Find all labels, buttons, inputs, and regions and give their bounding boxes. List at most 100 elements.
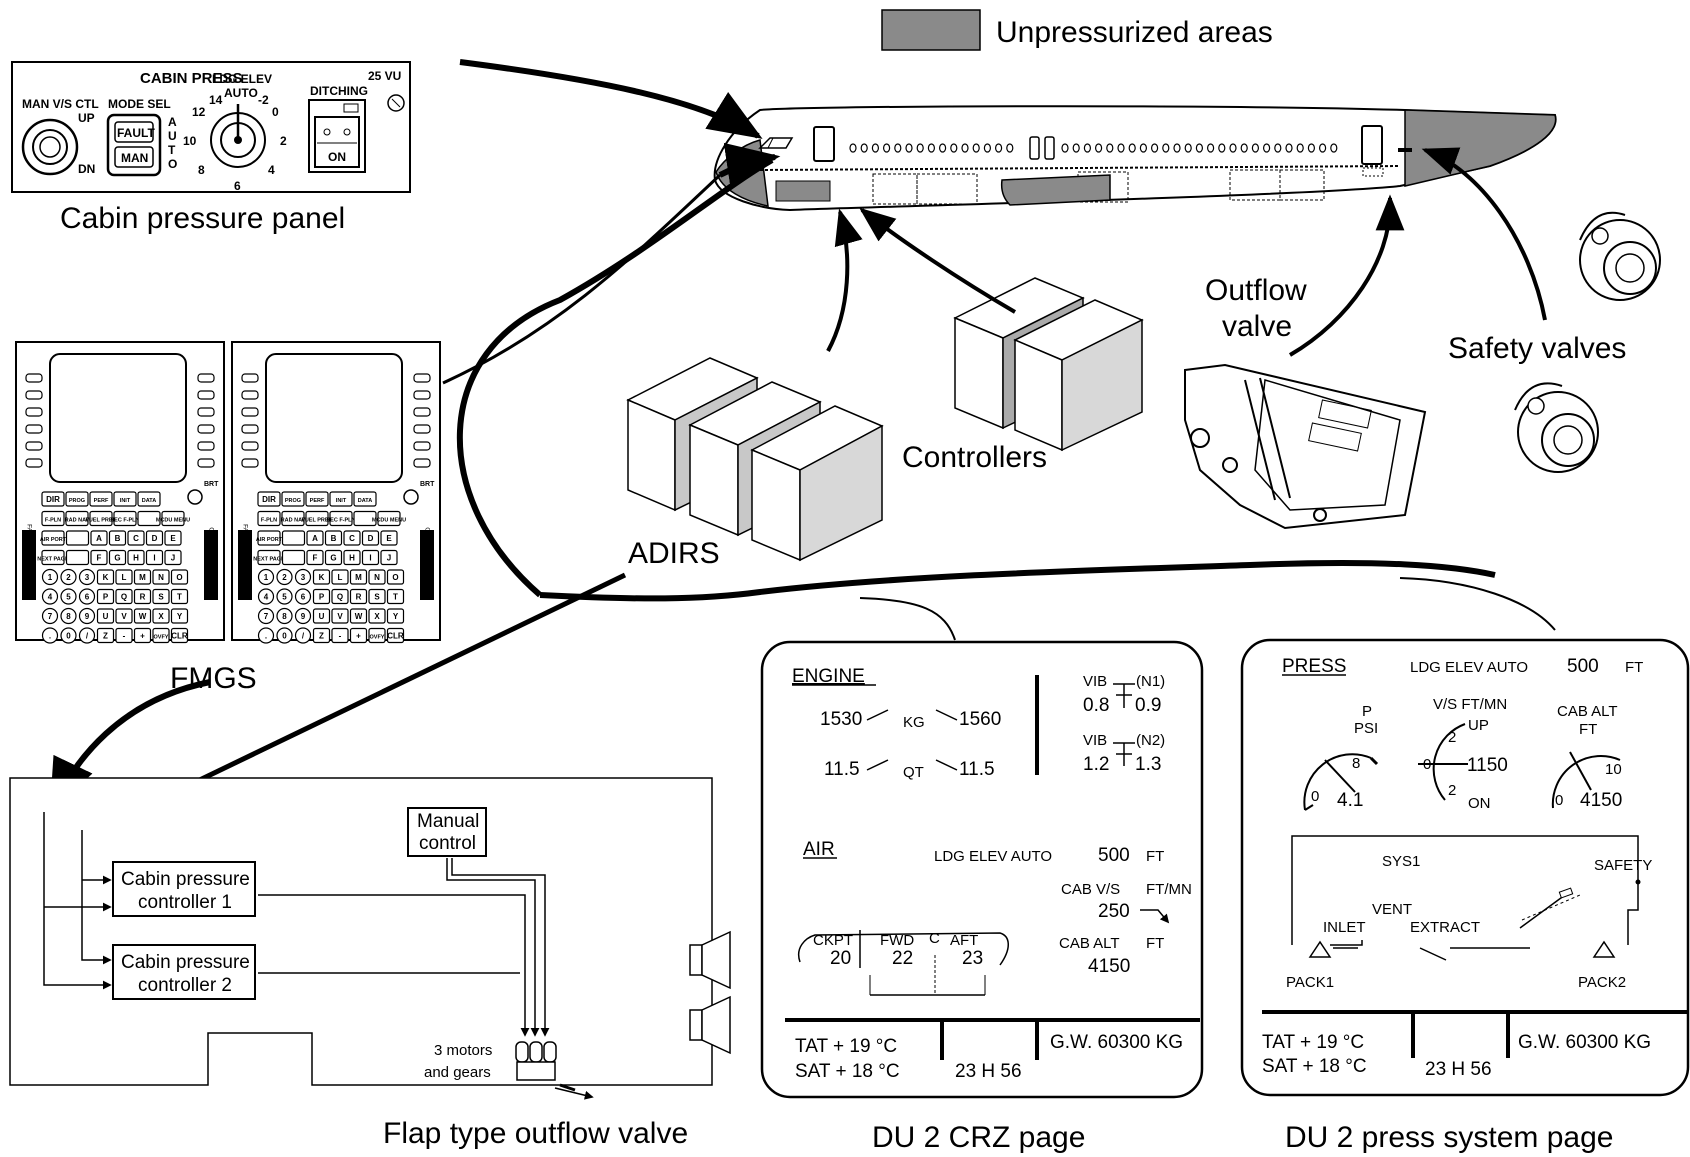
mcdu-key[interactable]	[133, 627, 152, 644]
mcdu-key[interactable]	[65, 510, 89, 527]
mcdu-key[interactable]	[78, 607, 96, 625]
mcdu-key[interactable]	[90, 530, 108, 546]
mcdu-lsk-left[interactable]	[25, 390, 43, 400]
mcdu-key[interactable]	[108, 530, 127, 546]
mcdu-lsk-left[interactable]	[241, 390, 259, 400]
mcdu-lsk-left[interactable]	[25, 424, 43, 434]
mcdu-lsk-right[interactable]	[197, 407, 215, 417]
mcdu-lsk-left[interactable]	[25, 373, 43, 383]
mcdu-lsk-left[interactable]	[25, 407, 43, 417]
mcdu-key[interactable]	[281, 510, 305, 527]
mcdu-lsk-right[interactable]	[197, 390, 215, 400]
mcdu-lsk-right[interactable]	[197, 458, 215, 468]
mcdu-key[interactable]	[60, 607, 77, 625]
mcdu-key[interactable]	[361, 549, 380, 566]
mcdu-key[interactable]	[133, 588, 152, 605]
mcdu-key[interactable]	[89, 510, 113, 527]
mcdu-key[interactable]	[137, 510, 161, 527]
ditching-button[interactable]: ON	[308, 99, 366, 173]
mcdu-key[interactable]	[133, 608, 152, 624]
mcdu-key[interactable]	[152, 569, 170, 585]
mcdu-key[interactable]	[305, 510, 329, 527]
mcdu-key[interactable]	[170, 627, 189, 644]
mcdu-lsk-right[interactable]	[197, 373, 215, 383]
mcdu-key[interactable]	[145, 530, 164, 546]
mcdu-key[interactable]	[152, 588, 170, 605]
mcdu-key[interactable]	[368, 588, 386, 605]
mcdu-key[interactable]	[331, 608, 349, 624]
mcdu-key[interactable]	[60, 627, 77, 644]
mcdu-lsk-right[interactable]	[413, 390, 431, 400]
mcdu-key[interactable]	[257, 510, 281, 527]
mcdu-key[interactable]	[257, 588, 275, 605]
mcdu-key[interactable]	[353, 491, 377, 507]
mcdu-key[interactable]	[368, 627, 386, 644]
mcdu-key[interactable]	[137, 491, 161, 507]
mcdu-key[interactable]	[257, 491, 281, 507]
mcdu-key[interactable]	[60, 588, 77, 605]
mcdu-key[interactable]	[145, 549, 164, 566]
mcdu-key[interactable]	[96, 569, 115, 585]
mcdu-lsk-right[interactable]	[413, 441, 431, 451]
mcdu-key[interactable]	[294, 568, 312, 586]
mcdu-lsk-left[interactable]	[241, 424, 259, 434]
mcdu-key[interactable]	[349, 588, 368, 605]
mcdu-key[interactable]	[170, 569, 189, 585]
mcdu-lsk-left[interactable]	[25, 441, 43, 451]
mcdu-key[interactable]	[96, 608, 115, 624]
mcdu-key[interactable]	[257, 549, 281, 566]
mcdu-key[interactable]	[257, 568, 275, 586]
mcdu-key[interactable]	[65, 530, 90, 546]
mcdu-key[interactable]	[361, 530, 380, 546]
mcdu-key[interactable]	[294, 588, 312, 605]
mcdu-key[interactable]	[41, 491, 65, 507]
mcdu-lsk-right[interactable]	[197, 424, 215, 434]
mcdu-key[interactable]	[41, 568, 59, 586]
mcdu-key[interactable]	[349, 569, 368, 585]
mcdu-lsk-left[interactable]	[241, 441, 259, 451]
mcdu-key[interactable]	[294, 627, 312, 644]
mcdu-key[interactable]	[257, 627, 275, 644]
mcdu-key[interactable]	[329, 510, 353, 527]
mcdu-key[interactable]	[380, 549, 398, 566]
mcdu-key[interactable]	[343, 549, 361, 566]
mcdu-key[interactable]	[41, 549, 65, 566]
mcdu-key[interactable]	[312, 569, 331, 585]
mcdu-key[interactable]	[276, 568, 293, 586]
mcdu-key[interactable]	[368, 608, 386, 624]
mcdu-key[interactable]	[281, 530, 306, 546]
mcdu-key[interactable]	[96, 588, 115, 605]
mcdu-lsk-left[interactable]	[241, 458, 259, 468]
mcdu-lsk-left[interactable]	[241, 373, 259, 383]
mcdu-key[interactable]	[164, 549, 182, 566]
mcdu-key[interactable]	[115, 627, 133, 644]
mcdu-key[interactable]	[324, 549, 343, 566]
mcdu-key[interactable]	[312, 588, 331, 605]
mcdu-key[interactable]	[41, 510, 65, 527]
mcdu-brt-knob[interactable]	[403, 489, 419, 505]
mcdu-key[interactable]	[65, 549, 90, 566]
mcdu-key[interactable]	[331, 569, 349, 585]
mcdu-key[interactable]	[115, 569, 133, 585]
mcdu-key[interactable]	[152, 608, 170, 624]
mcdu-key[interactable]	[349, 608, 368, 624]
mcdu-key[interactable]	[90, 549, 108, 566]
mcdu-key[interactable]	[170, 588, 189, 605]
mcdu-brt-knob[interactable]	[187, 489, 203, 505]
man-vs-ctl-switch[interactable]	[21, 118, 79, 176]
mcdu-key[interactable]	[257, 530, 281, 546]
mcdu-key[interactable]	[113, 491, 137, 507]
mcdu-key[interactable]	[343, 530, 361, 546]
mcdu-key[interactable]	[324, 530, 343, 546]
mcdu-key[interactable]	[161, 510, 185, 527]
mcdu-key[interactable]	[276, 588, 293, 605]
mcdu-key[interactable]	[152, 627, 170, 644]
mcdu-key[interactable]	[380, 530, 398, 546]
mcdu-key[interactable]	[127, 530, 145, 546]
mcdu-lsk-left[interactable]	[241, 407, 259, 417]
mcdu-key[interactable]	[41, 530, 65, 546]
mcdu-key[interactable]	[353, 510, 377, 527]
mcdu-lsk-left[interactable]	[25, 458, 43, 468]
mcdu-key[interactable]	[108, 549, 127, 566]
mcdu-key[interactable]	[312, 627, 331, 644]
